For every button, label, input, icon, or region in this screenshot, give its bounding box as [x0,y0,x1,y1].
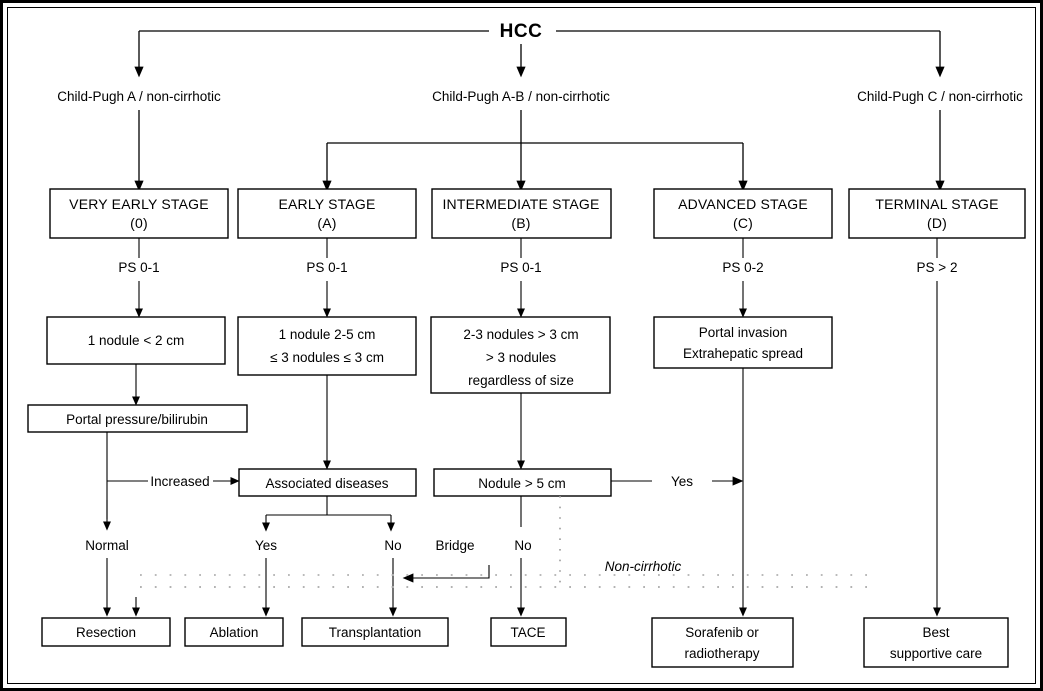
treatment-box-transplantation[interactable] [301,617,449,647]
stage-code-intermediate: (B) [511,215,530,231]
stage-box-early[interactable] [237,188,417,239]
decision-box-nodule-5cm[interactable] [433,468,612,497]
ps-label-advanced: PS 0-2 [722,260,763,275]
edge-label-bridge: Bridge [435,538,474,553]
tumor-line-advanced-2: Extrahepatic spread [683,346,803,361]
stage-name-intermediate: INTERMEDIATE STAGE [442,196,599,212]
decision-label-portal-pressure: Portal pressure/bilirubin [66,412,208,427]
tumor-box-early[interactable] [237,316,417,376]
child-pugh-ab-label: Child-Pugh A-B / non-cirrhotic [432,89,610,104]
decision-label-nodule-5cm: Nodule > 5 cm [478,476,565,491]
treatment-label-transplantation: Transplantation [329,625,422,640]
decision-box-portal-pressure[interactable] [27,404,248,433]
edge-label-non-cirrhotic: Non-cirrhotic [605,559,682,574]
decision-box-associated-diseases[interactable] [238,468,417,497]
tumor-line-intermediate-2: > 3 nodules [486,350,556,365]
stage-name-early: EARLY STAGE [278,196,375,212]
treatment-label-best-supportive-2: supportive care [890,646,982,661]
stage-code-terminal: (D) [927,215,947,231]
treatment-box-best-supportive[interactable] [863,617,1009,668]
edge-label-normal: Normal [85,538,129,553]
ps-label-early: PS 0-1 [306,260,347,275]
stage-box-terminal[interactable] [848,188,1026,239]
edge-label-increased: Increased [150,474,209,489]
edge-label-no-associated: No [384,538,401,553]
decision-label-associated-diseases: Associated diseases [265,476,388,491]
tumor-box-very-early[interactable] [46,316,226,365]
tumor-line-very-early-1: 1 nodule < 2 cm [88,333,184,348]
treatment-label-sorafenib-1: Sorafenib or [685,625,759,640]
ps-label-terminal: PS > 2 [917,260,958,275]
ps-label-very-early: PS 0-1 [118,260,159,275]
treatment-label-tace: TACE [510,625,545,640]
edge-label-no-nodule: No [514,538,531,553]
stage-code-advanced: (C) [733,215,753,231]
stage-box-intermediate[interactable] [431,188,612,239]
treatment-box-resection[interactable] [41,617,171,647]
child-pugh-a-label: Child-Pugh A / non-cirrhotic [57,89,221,104]
ps-label-intermediate: PS 0-1 [500,260,541,275]
stage-box-very-early[interactable] [49,188,229,239]
tumor-line-early-2: ≤ 3 nodules ≤ 3 cm [270,350,384,365]
edge-label-yes-nodule: Yes [671,474,693,489]
treatment-box-sorafenib[interactable] [651,617,794,668]
arrow-bridge-to-transplantation [402,565,490,583]
tumor-box-advanced[interactable] [653,316,833,369]
treatment-label-ablation: Ablation [210,625,259,640]
treatment-label-resection: Resection [76,625,136,640]
stage-code-early: (A) [317,215,336,231]
tumor-line-intermediate-3: regardless of size [468,373,574,388]
treatment-label-best-supportive-1: Best [922,625,949,640]
tumor-box-intermediate[interactable] [430,316,611,394]
stage-name-very-early: VERY EARLY STAGE [69,196,209,212]
stage-name-terminal: TERMINAL STAGE [875,196,998,212]
tumor-line-early-1: 1 nodule 2-5 cm [279,327,376,342]
tumor-line-advanced-1: Portal invasion [699,325,788,340]
treatment-box-ablation[interactable] [184,617,284,647]
edge-label-yes-associated: Yes [255,538,277,553]
child-pugh-c-label: Child-Pugh C / non-cirrhotic [857,89,1023,104]
treatment-label-sorafenib-2: radiotherapy [684,646,759,661]
treatment-box-tace[interactable] [490,617,567,647]
stage-code-very-early: (0) [130,215,148,231]
root-title-hcc: HCC [500,21,543,42]
tumor-line-intermediate-1: 2-3 nodules > 3 cm [463,327,578,342]
stage-box-advanced[interactable] [653,188,833,239]
stage-name-advanced: ADVANCED STAGE [678,196,808,212]
inner-frame-border [7,7,1036,684]
